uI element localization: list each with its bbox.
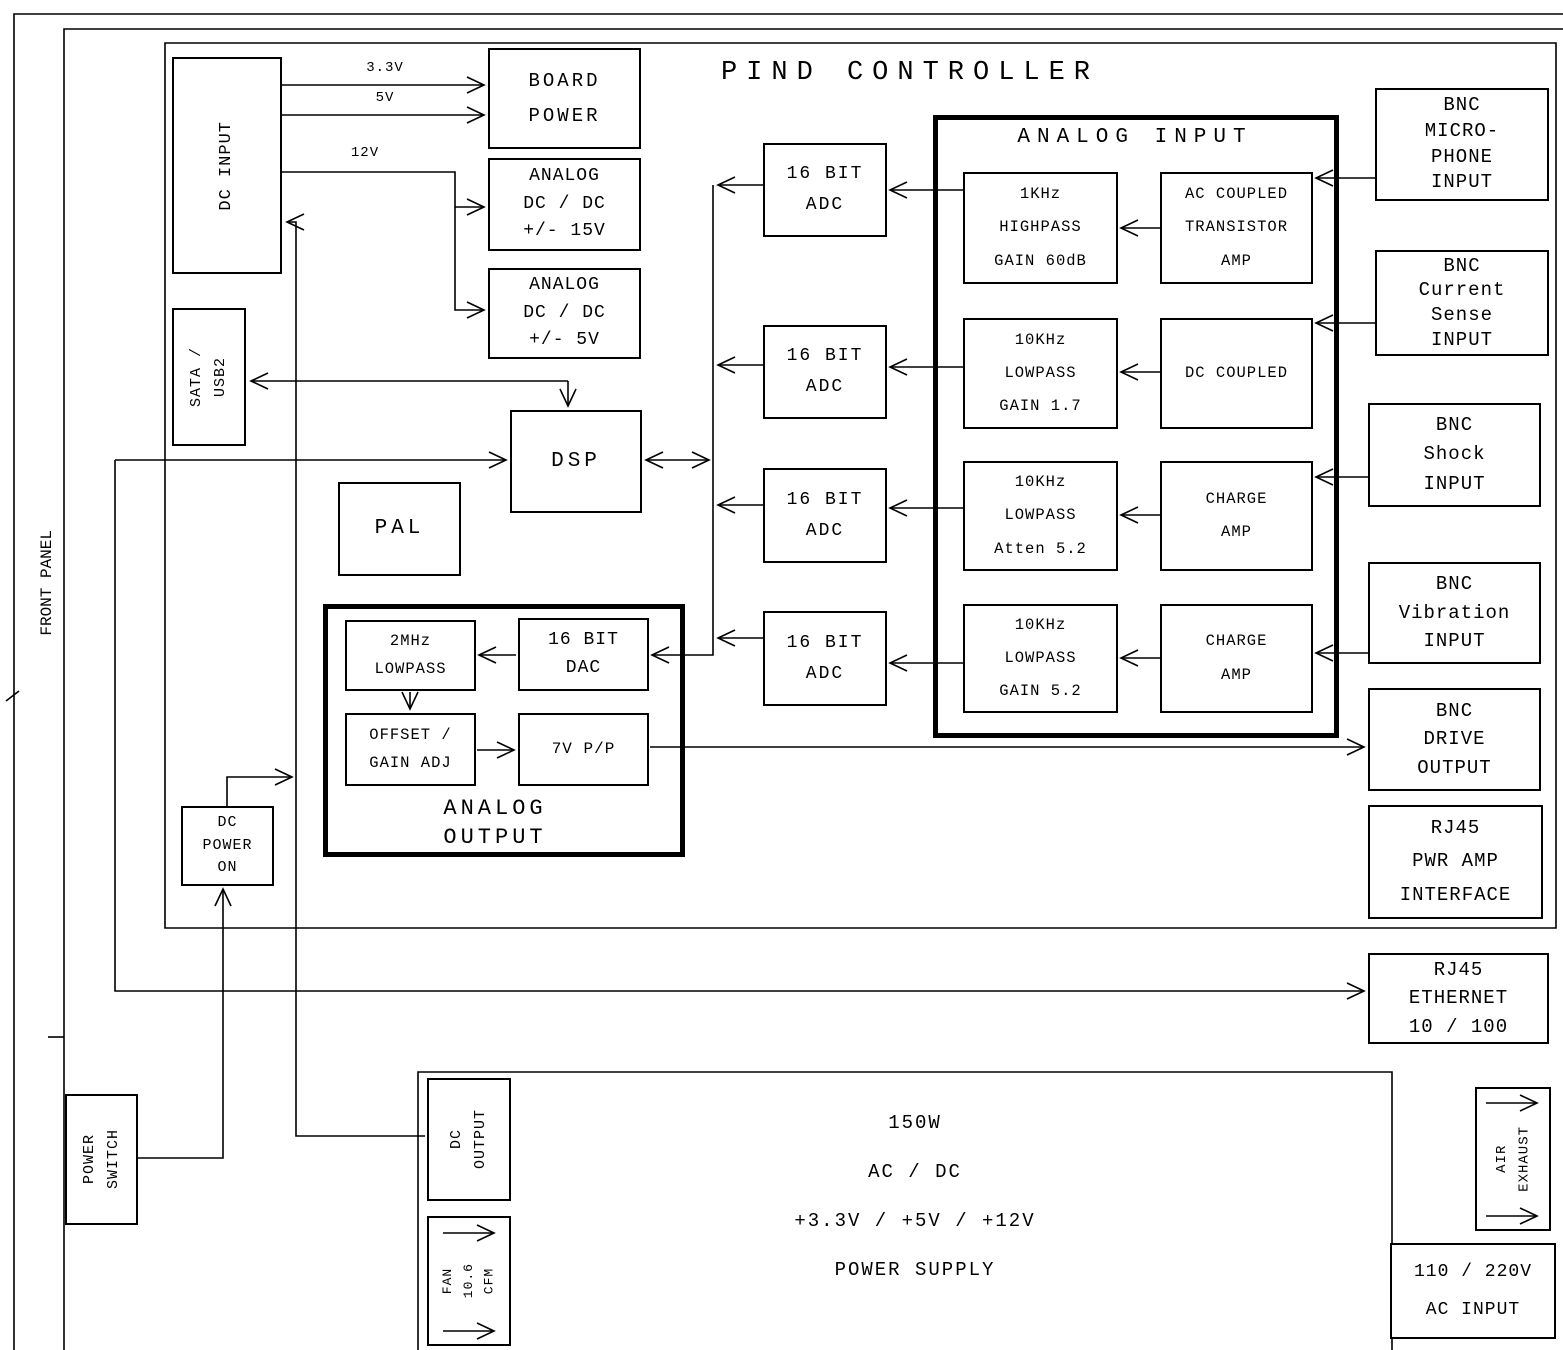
offset-gain-adj-box: OFFSET / GAIN ADJ — [345, 713, 476, 786]
lowpass-10khz-atten52-box: 10KHz LOWPASS Atten 5.2 — [963, 461, 1118, 571]
bnc-vibration-input-box: BNC Vibration INPUT — [1368, 562, 1541, 664]
rail-label-12v: 12V — [350, 145, 380, 161]
wire-dc-power-on — [226, 768, 294, 806]
dsp-box: DSP — [510, 410, 642, 513]
power-switch-box: POWER SWITCH — [65, 1094, 138, 1225]
dc-power-on-box: DC POWER ON — [181, 806, 274, 886]
fan-box: FAN 10.6 CFM — [427, 1216, 511, 1346]
analog-input-group — [933, 115, 1339, 738]
dac-16bit-box: 16 BIT DAC — [518, 618, 649, 691]
ac-coupled-transistor-amp-box: AC COUPLED TRANSISTOR AMP — [1160, 172, 1313, 284]
rj45-ethernet-box: RJ45 ETHERNET 10 / 100 — [1368, 953, 1549, 1044]
front-panel-label: FRONT PANEL — [38, 530, 57, 636]
lowpass-10khz-gain52-box: 10KHz LOWPASS GAIN 5.2 — [963, 604, 1118, 713]
7v-pp-box: 7V P/P — [518, 713, 649, 786]
air-exhaust-box: AIR EXHAUST — [1475, 1087, 1551, 1231]
power-supply-frame — [417, 1071, 1393, 1350]
analog-output-group — [323, 604, 685, 857]
analog-output-label: ANALOG OUTPUT — [443, 796, 547, 850]
rj45-pwr-amp-interface-box: RJ45 PWR AMP INTERFACE — [1368, 805, 1543, 919]
adc3-box: 16 BIT ADC — [763, 468, 887, 563]
rail-label-3v3: 3.3V — [366, 60, 404, 76]
bnc-microphone-input-box: BNC MICRO- PHONE INPUT — [1375, 88, 1549, 201]
bnc-drive-output-box: BNC DRIVE OUTPUT — [1368, 688, 1541, 791]
frame-tick — [5, 690, 20, 702]
wire-12v-15v — [281, 171, 486, 216]
analog-dcdc-15v-box: ANALOG DC / DC +/- 15V — [488, 158, 641, 251]
dc-coupled-box: DC COUPLED — [1160, 318, 1313, 429]
dc-output-box: DC OUTPUT — [427, 1078, 511, 1201]
adc4-box: 16 BIT ADC — [763, 611, 887, 706]
charge-amp-shock-box: CHARGE AMP — [1160, 461, 1313, 571]
wire-ethernet — [114, 460, 1366, 1000]
lowpass-10khz-gain17-box: 10KHz LOWPASS GAIN 1.7 — [963, 318, 1118, 429]
lowpass-2mhz-box: 2MHz LOWPASS — [345, 620, 476, 691]
wire-bus-to-dac — [650, 185, 714, 664]
analog-dcdc-5v-box: ANALOG DC / DC +/- 5V — [488, 268, 641, 359]
ac-input-box: 110 / 220V AC INPUT — [1390, 1243, 1556, 1339]
analog-input-heading: ANALOG INPUT — [1017, 126, 1253, 149]
wire-power-switch — [137, 887, 232, 1159]
power-supply-label: 150W AC / DC +3.3V / +5V / +12V POWER SU… — [794, 1112, 1036, 1281]
pal-box: PAL — [338, 482, 461, 576]
sata-usb2-box: SATA / USB2 — [172, 308, 246, 446]
wire-dc-rail — [285, 213, 425, 1137]
charge-amp-vibration-box: CHARGE AMP — [1160, 604, 1313, 713]
front-panel-frame — [63, 28, 1563, 1350]
highpass-1khz-box: 1KHz HIGHPASS GAIN 60dB — [963, 172, 1118, 284]
bnc-shock-input-box: BNC Shock INPUT — [1368, 403, 1541, 507]
dc-input-box: DC INPUT — [172, 57, 282, 274]
bnc-current-sense-input-box: BNC Current Sense INPUT — [1375, 250, 1549, 356]
board-power-box: BOARD POWER — [488, 48, 641, 149]
diagram-title: PIND CONTROLLER — [720, 58, 1100, 88]
adc2-box: 16 BIT ADC — [763, 325, 887, 419]
adc1-box: 16 BIT ADC — [763, 143, 887, 237]
wire-12v-5v — [454, 207, 486, 319]
controller-board-frame — [164, 42, 1557, 929]
outer-frame — [13, 13, 1563, 1350]
rail-label-5v: 5V — [375, 90, 395, 106]
